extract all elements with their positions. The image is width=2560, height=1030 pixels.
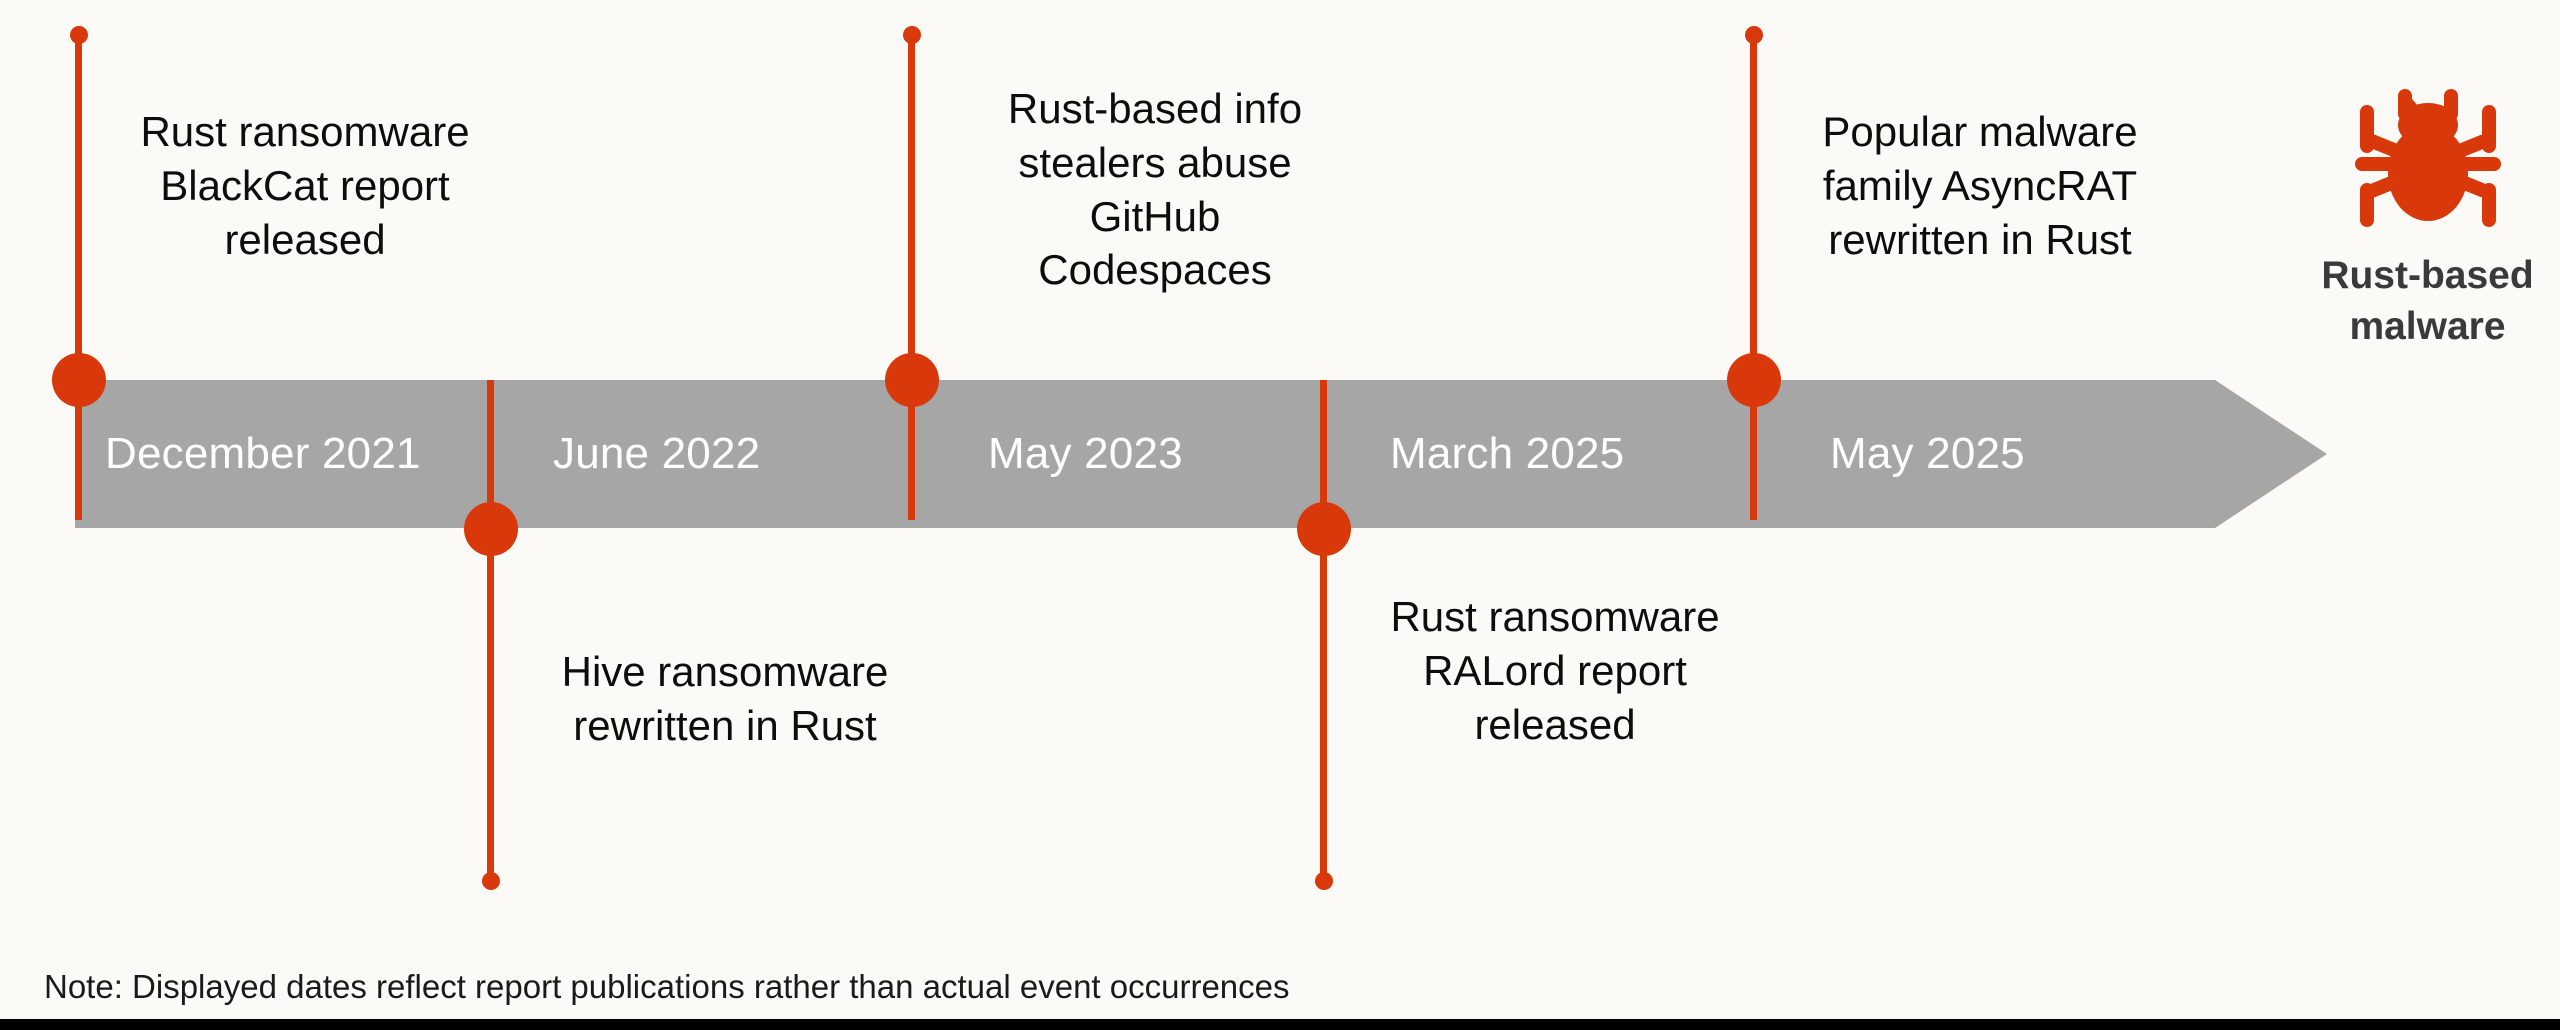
marker-hub-dot: [1727, 353, 1781, 407]
bottom-strip: [0, 1019, 2560, 1030]
timeline-date-march-2025: March 2025: [1390, 429, 1625, 478]
footnote-note: Note: Displayed dates reflect report pub…: [44, 968, 1290, 1005]
bug-icon: [2354, 89, 2501, 227]
timeline-arrowhead-icon: [2215, 380, 2327, 528]
legend-caption: Rust-based malware: [2321, 254, 2534, 348]
marker-hub-dot: [52, 353, 106, 407]
event-label-github-codespaces: Rust-based info stealers abuse GitHub Co…: [1007, 85, 1303, 294]
timeline-bar: [75, 380, 2215, 528]
marker-stem: [487, 380, 494, 880]
marker-end-dot: [70, 26, 88, 44]
event-label-hive: Hive ransomware rewritten in Rust: [561, 648, 889, 749]
marker-hub-dot: [464, 502, 518, 556]
timeline-date-may-2023: May 2023: [988, 429, 1183, 478]
event-label-ralord: Rust ransomware RALord report released: [1390, 593, 1720, 748]
marker-stem: [908, 35, 915, 520]
marker-end-dot: [1745, 26, 1763, 44]
marker-stem: [1750, 35, 1757, 520]
timeline-date-may-2025: May 2025: [1830, 429, 2025, 478]
marker-stem: [1320, 380, 1327, 880]
timeline-date-june-2022: June 2022: [553, 429, 761, 478]
event-label-blackcat: Rust ransomware BlackCat report released: [140, 108, 470, 263]
timeline-date-december-2021: December 2021: [105, 429, 421, 478]
marker-hub-dot: [885, 353, 939, 407]
marker-hub-dot: [1297, 502, 1351, 556]
event-label-asyncrat: Popular malware family AsyncRAT rewritte…: [1822, 108, 2138, 263]
marker-end-dot: [482, 872, 500, 890]
marker-stem: [75, 35, 82, 520]
legend-rust-based-malware: Rust-based malware: [2300, 85, 2555, 352]
marker-end-dot: [1315, 872, 1333, 890]
marker-end-dot: [903, 26, 921, 44]
